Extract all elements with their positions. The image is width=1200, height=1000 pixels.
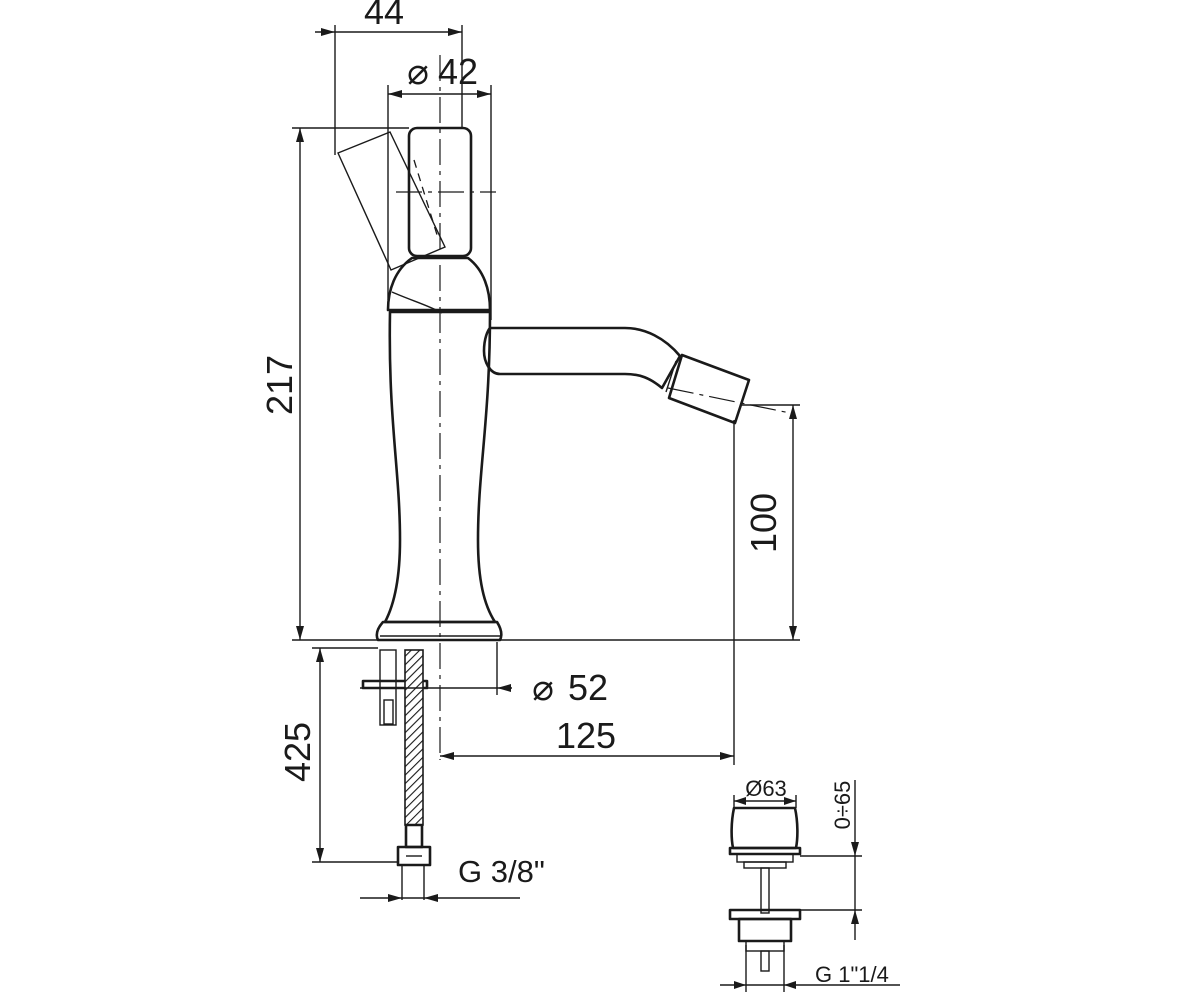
dim-top-width: 44 xyxy=(364,0,404,32)
handle-knob-tilted xyxy=(337,131,446,271)
dim-spout-height: 100 xyxy=(743,493,784,553)
dimension-lines xyxy=(292,25,900,992)
mounting-hardware xyxy=(361,649,432,900)
dim-handle-diameter-group: ⌀ 42 xyxy=(407,51,478,92)
hose-ferrule xyxy=(404,823,424,849)
waste-cap xyxy=(730,806,799,850)
dim-handle-diameter: 42 xyxy=(438,51,478,92)
dim-hose-length: 425 xyxy=(277,722,318,782)
waste-popup xyxy=(728,806,802,972)
waste-rod xyxy=(760,867,770,914)
faucet-base xyxy=(375,620,503,642)
axis-lines xyxy=(396,55,791,760)
diameter-symbol-52: ⌀ xyxy=(532,667,554,708)
dim-base-diameter: 52 xyxy=(568,667,608,708)
waste-flange xyxy=(728,908,802,921)
dim-waste-diameter: Ø63 xyxy=(745,776,787,801)
dim-waste-adjust: 0÷65 xyxy=(830,781,855,830)
spout-nozzle xyxy=(667,353,751,425)
dim-base-diameter-group: ⌀ 52 xyxy=(532,667,608,708)
waste-body xyxy=(737,917,793,943)
faucet-spout xyxy=(482,326,682,390)
dimension-labels: 44 ⌀ 42 217 100 ⌀ 52 125 425 G 3/8" Ø63 … xyxy=(259,0,889,987)
hose-nut xyxy=(396,845,432,867)
supply-hose xyxy=(404,649,424,826)
dim-spout-reach: 125 xyxy=(556,715,616,756)
dim-overall-height: 217 xyxy=(259,355,300,415)
diameter-symbol-42: ⌀ xyxy=(407,51,429,92)
dim-waste-thread: G 1"1/4 xyxy=(815,962,889,987)
faucet-body xyxy=(337,126,751,642)
handle-collar xyxy=(386,256,492,312)
dim-hose-thread: G 3/8" xyxy=(458,854,545,889)
